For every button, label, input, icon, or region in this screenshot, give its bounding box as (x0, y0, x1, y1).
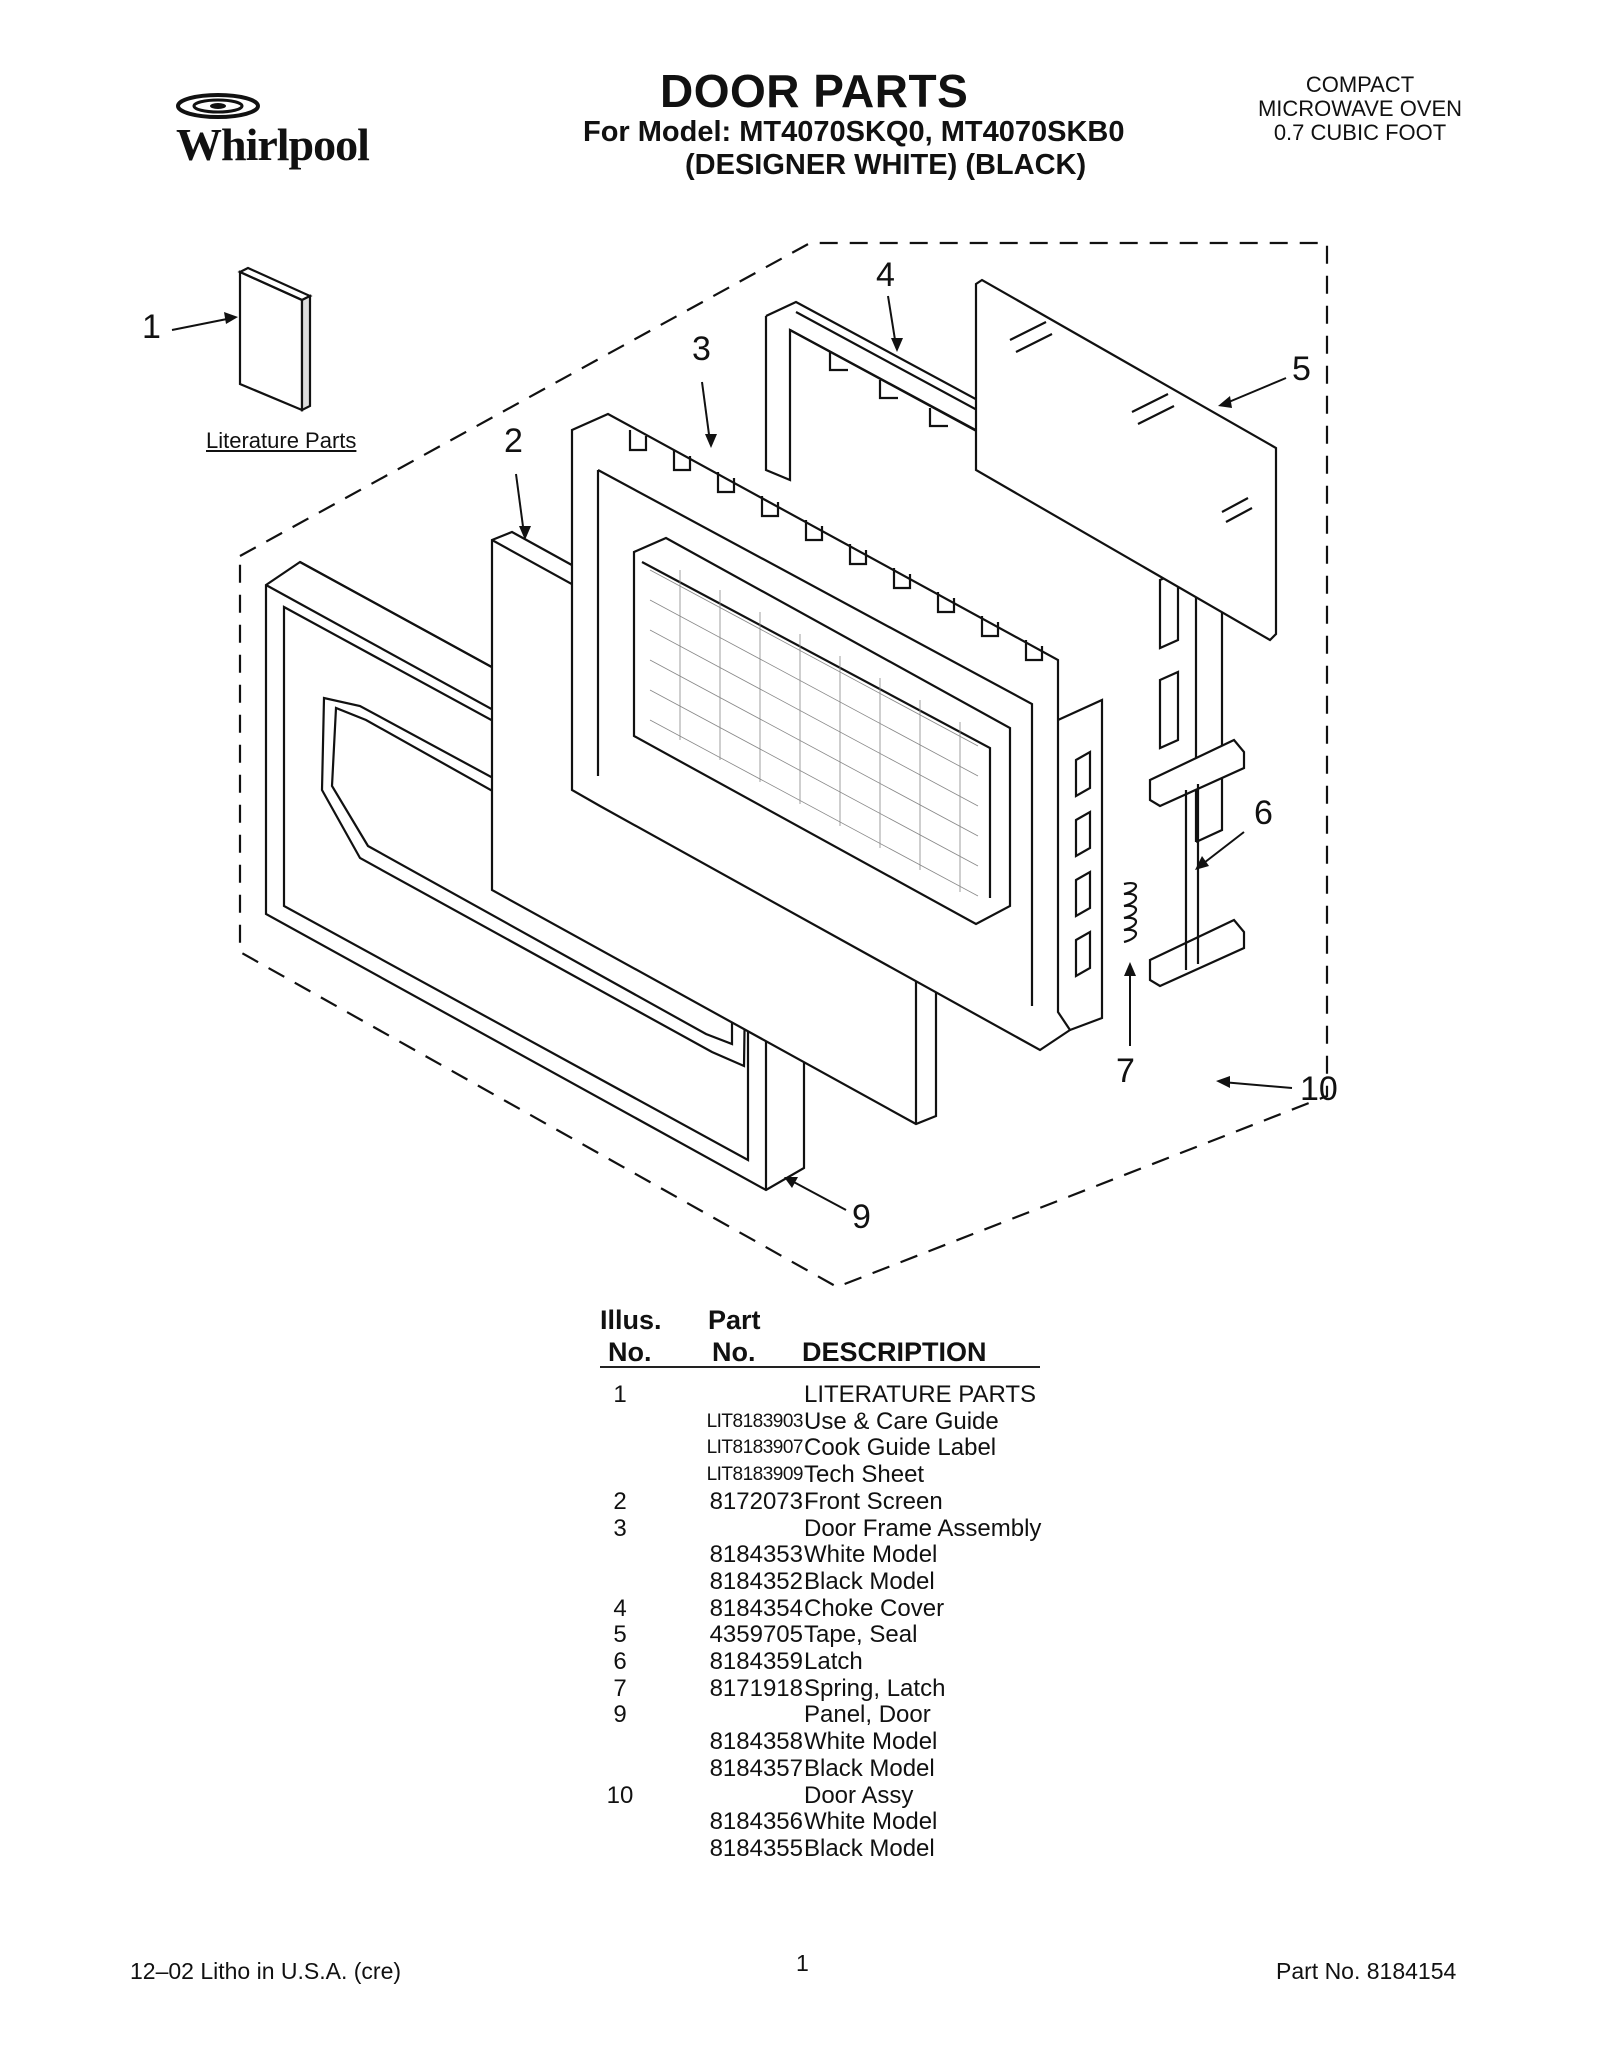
print-info: 12–02 Litho in U.S.A. (cre) (130, 1958, 402, 1984)
table-row: 3 Door Frame Assembly (600, 1515, 1120, 1542)
part-description: Tape, Seal (804, 1621, 918, 1649)
part-description: Black Model (804, 1754, 935, 1782)
product-line: COMPACT (1305, 72, 1415, 97)
part-description: Spring, Latch (804, 1674, 946, 1702)
illus-number: 2 (613, 1487, 627, 1515)
part-number: 8184354 (709, 1594, 803, 1622)
tape-seal-drawing (974, 278, 1278, 642)
illus-number: 7 (613, 1674, 627, 1702)
swirl-icon (176, 93, 260, 119)
model-line: For Model: MT4070SKQ0, MT4070SKB0 (583, 116, 1125, 148)
part-number: LIT8183907 (706, 1437, 804, 1459)
latch-drawing (1148, 738, 1246, 988)
illus-number: 10 (606, 1781, 634, 1809)
logo-wordmark: Whirlpool (176, 119, 370, 170)
part-number: 8184353 (709, 1541, 803, 1569)
header-part-no: No. (712, 1337, 756, 1367)
table-row: 9 Panel, Door (600, 1701, 1120, 1728)
product-line: MICROWAVE OVEN (1257, 96, 1463, 121)
callout-3: 3 (692, 330, 711, 368)
screen-mesh-pattern (649, 569, 979, 897)
page-number: 1 (796, 1950, 809, 1976)
table-row: 1 LITERATURE PARTS (600, 1381, 1120, 1408)
part-description: White Model (804, 1728, 938, 1756)
door-assembly-outline (238, 241, 1329, 1289)
callout-6: 6 (1254, 794, 1273, 832)
product-description: COMPACT MICROWAVE OVEN 0.7 CUBIC FOOT (1230, 73, 1490, 145)
part-number: 8184352 (709, 1567, 803, 1595)
door-frame-drawing (570, 412, 1104, 1052)
part-description: Latch (804, 1648, 863, 1675)
leader-arrows (171, 295, 1293, 1211)
illus-number: 9 (613, 1701, 627, 1729)
callout-4: 4 (876, 256, 895, 294)
callout-7: 7 (1116, 1052, 1135, 1090)
exploded-door-diagram (171, 241, 1329, 1289)
header-rule (600, 1366, 1040, 1368)
callout-9: 9 (852, 1198, 871, 1236)
part-description: Choke Cover (804, 1594, 945, 1622)
literature-parts-drawing (237, 266, 313, 412)
literature-parts-caption: Literature Parts (206, 428, 357, 453)
model-variant-line: (DESIGNER WHITE) (BLACK) (685, 149, 1087, 181)
document-part-number: Part No. 8184154 (1276, 1958, 1457, 1984)
part-number: 8184358 (709, 1728, 803, 1756)
part-description: White Model (804, 1541, 938, 1569)
illus-number: 6 (613, 1648, 627, 1675)
part-description: Cook Guide Label (804, 1434, 997, 1462)
callout-5: 5 (1292, 350, 1311, 388)
illus-number: 4 (613, 1594, 627, 1622)
whirlpool-logo: Whirlpool (160, 84, 400, 174)
part-number: LIT8183903 (706, 1410, 804, 1432)
part-description: White Model (804, 1808, 938, 1836)
part-description: Use & Care Guide (804, 1407, 999, 1435)
page-title: DOOR PARTS (660, 65, 969, 117)
part-number: 8184359 (709, 1648, 803, 1675)
product-line: 0.7 CUBIC FOOT (1273, 120, 1447, 145)
spring-drawing (1123, 882, 1138, 944)
table-row: 10 Door Assy (600, 1782, 1120, 1809)
header-illus-no: No. (608, 1337, 652, 1367)
header-illus: Illus. (600, 1305, 662, 1335)
illus-number: 5 (613, 1621, 627, 1649)
callout-1: 1 (142, 308, 161, 346)
part-number: 8172073 (709, 1487, 803, 1515)
part-number: 4359705 (709, 1621, 803, 1649)
callout-2: 2 (504, 422, 523, 460)
header-part: Part (708, 1305, 761, 1335)
part-description: Panel, Door (804, 1701, 931, 1729)
part-description: Tech Sheet (804, 1461, 925, 1489)
part-number: 8184357 (709, 1754, 803, 1782)
part-description: LITERATURE PARTS (804, 1381, 1037, 1408)
illus-number: 1 (613, 1381, 627, 1408)
part-description: Door Assy (804, 1781, 914, 1809)
part-description: Door Frame Assembly (804, 1514, 1042, 1542)
part-number: 8184355 (709, 1834, 803, 1862)
part-number: LIT8183909 (706, 1464, 804, 1486)
illus-number: 3 (613, 1514, 627, 1542)
part-number: 8184356 (709, 1808, 803, 1836)
part-number: 8171918 (709, 1674, 803, 1702)
header-description: DESCRIPTION (802, 1337, 987, 1367)
arrow-heads (224, 312, 1232, 1188)
part-description: Black Model (804, 1834, 935, 1862)
part-description: Black Model (804, 1567, 935, 1595)
part-description: Front Screen (804, 1487, 943, 1515)
callout-10: 10 (1300, 1070, 1338, 1108)
